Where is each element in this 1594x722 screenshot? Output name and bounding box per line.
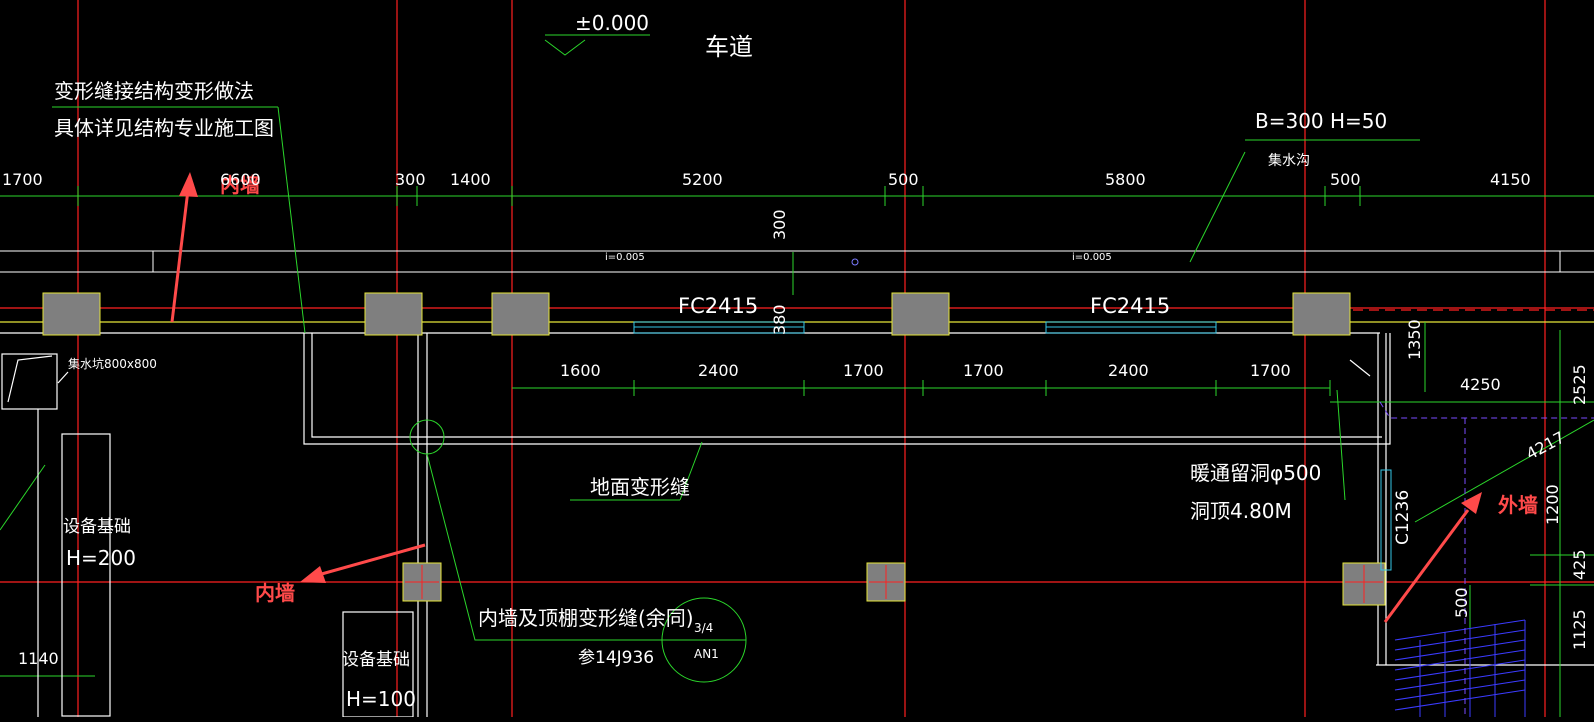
dim-top-4: 1400 xyxy=(450,170,491,189)
dim-top-5: 5200 xyxy=(682,170,723,189)
trench-size-label: B=300 H=50 xyxy=(1255,109,1387,133)
hole-top-label: 洞顶4.80M xyxy=(1190,499,1292,523)
ceiling-joint-label: 内墙及顶棚变形缝(余同) xyxy=(478,606,694,630)
dimension-lines xyxy=(0,139,1594,717)
columns xyxy=(42,292,1386,606)
dim-mid-1: 1600 xyxy=(560,361,601,380)
well-label: 集水坑800x800 xyxy=(68,356,157,371)
dim-mid-3: 1700 xyxy=(843,361,884,380)
dim-r1200: 1200 xyxy=(1543,484,1562,525)
windows xyxy=(633,321,1392,571)
elevation-marker xyxy=(544,34,650,56)
detail-number: 3/4 xyxy=(694,621,713,635)
window-c-label: C1236 xyxy=(1393,490,1413,545)
trench-lines xyxy=(0,250,1594,273)
slope-label-1: i=0.005 xyxy=(605,252,645,263)
h100-label: H=100 xyxy=(346,687,416,711)
dim-v300: 300 xyxy=(770,209,789,240)
dim-r4250: 4250 xyxy=(1460,375,1501,394)
outer-wall-label: 外墙 xyxy=(1498,493,1538,517)
dim-v380: 380 xyxy=(770,304,789,335)
hvac-hole-label: 暖通留洞φ500 xyxy=(1190,461,1321,485)
equip-base-2-label: 设备基础 xyxy=(342,650,410,670)
dim-r2525: 2525 xyxy=(1570,364,1589,405)
dim-mid-4: 1700 xyxy=(963,361,1004,380)
leader-lines xyxy=(52,106,306,334)
elevation-label: ±0.000 xyxy=(575,11,649,35)
joint-note-line-2: 具体详见结构专业施工图 xyxy=(54,116,274,140)
dim-r1125: 1125 xyxy=(1570,609,1589,650)
lane-label: 车道 xyxy=(705,33,753,61)
dim-top-7: 5800 xyxy=(1105,170,1146,189)
inner-walls xyxy=(0,332,1594,717)
dim-l1140: 1140 xyxy=(18,649,59,668)
dim-top-2: 6600 xyxy=(220,170,261,189)
joint-leader xyxy=(426,453,680,641)
annotation-arrows xyxy=(170,189,1470,623)
dashed-outline xyxy=(1379,401,1594,717)
joint-note-line-1: 变形缝接结构变形做法 xyxy=(54,79,254,103)
dim-mid-6: 1700 xyxy=(1250,361,1291,380)
window-label-1: FC2415 xyxy=(678,294,758,318)
detail-sheet: AN1 xyxy=(694,647,719,661)
dim-top-1: 1700 xyxy=(2,170,43,189)
dim-r1350: 1350 xyxy=(1405,319,1424,360)
slope-label-2: i=0.005 xyxy=(1072,252,1112,263)
inner-wall-top-label: 内墙 xyxy=(220,173,260,197)
dim-mid-5: 2400 xyxy=(1108,361,1149,380)
trench-label: 集水沟 xyxy=(1268,152,1310,169)
drain-point xyxy=(851,258,859,266)
dim-top-8: 500 xyxy=(1330,170,1361,189)
h200-label: H=200 xyxy=(66,546,136,570)
dim-r425: 425 xyxy=(1570,549,1589,580)
column-crosses xyxy=(405,565,1383,603)
dim-top-6: 500 xyxy=(888,170,919,189)
dim-top-3: 300 xyxy=(395,170,426,189)
equip-base-1-label: 设备基础 xyxy=(63,517,131,537)
stair-hatch xyxy=(1394,619,1526,717)
annotation-arrowheads xyxy=(179,172,1482,583)
floor-joint-label: 地面变形缝 xyxy=(590,475,690,499)
inner-wall-left-label: 内墙 xyxy=(255,581,295,605)
window-label-2: FC2415 xyxy=(1090,294,1170,318)
equipment-outlines xyxy=(1,353,1371,718)
ref-label: 参14J936 xyxy=(578,648,654,668)
dim-mid-2: 2400 xyxy=(698,361,739,380)
dim-r500: 500 xyxy=(1452,587,1471,618)
dim-top-9: 4150 xyxy=(1490,170,1531,189)
